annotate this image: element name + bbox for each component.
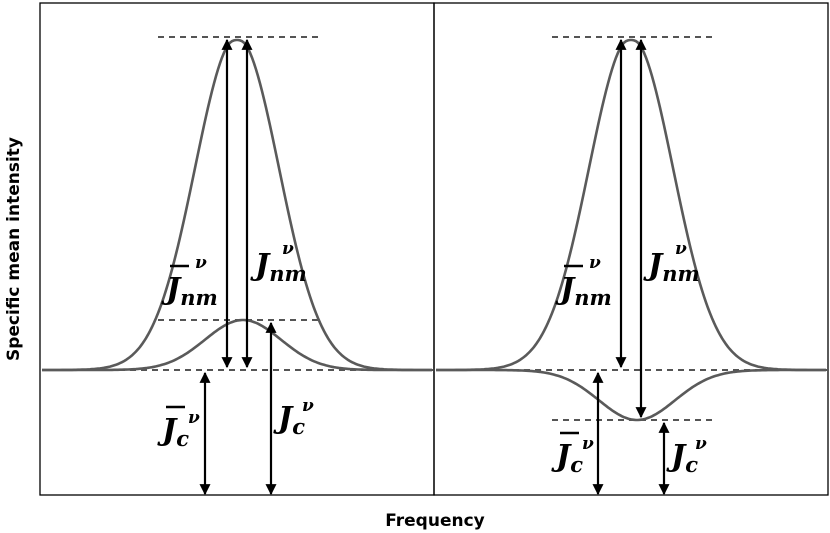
left-panel-frame — [39, 2, 435, 496]
right-absorption-profile-curve — [436, 368, 826, 422]
left-jc-bar-label: Jc — [157, 413, 189, 451]
left-broad-profile-curve — [42, 38, 432, 372]
right-jc-bar-sup: ν — [582, 434, 594, 454]
right-jnm-label: Jnm — [643, 248, 700, 286]
right-panel-frame — [433, 2, 829, 496]
y-axis-label: Specific mean intensity — [4, 137, 24, 361]
left-jnm-label: Jnm — [250, 248, 307, 286]
right-jc-label: Jc — [666, 439, 698, 477]
left-jc-label: Jc — [273, 401, 305, 439]
x-axis-label: Frequency — [385, 511, 485, 531]
right-jnm-sup: ν — [675, 239, 687, 259]
left-jnm-sup: ν — [282, 239, 294, 259]
right-jc-sup: ν — [695, 434, 707, 454]
left-jnm-bar-sup: ν — [195, 253, 207, 273]
left-jc-bar-sup: ν — [188, 408, 200, 428]
left-emission-profile-curve — [42, 318, 432, 372]
right-broad-profile-curve — [436, 38, 826, 372]
right-jnm-bar-sup: ν — [589, 253, 601, 273]
right-panel: Jnm ν Jnm ν Jc ν Jc ν — [436, 36, 828, 496]
left-jnm-bar-label: Jnm — [161, 272, 218, 310]
left-jc-sup: ν — [302, 396, 314, 416]
right-jc-bar-label: Jc — [551, 439, 583, 477]
right-jnm-bar-label: Jnm — [555, 272, 612, 310]
left-panel: Jnm ν Jnm ν Jc ν Jc ν — [42, 36, 434, 496]
